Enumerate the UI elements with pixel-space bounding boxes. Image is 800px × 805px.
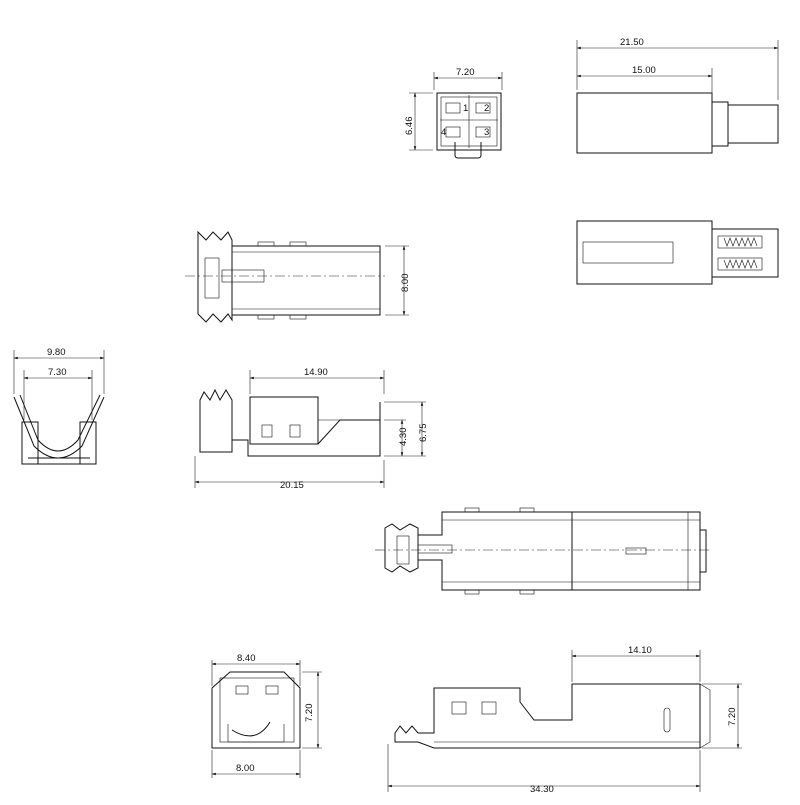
dim-cover-total-length: 34.30 bbox=[530, 784, 554, 795]
dim-overall-length: 21.50 bbox=[620, 37, 644, 48]
dim-cover-top-length: 14.10 bbox=[628, 645, 652, 656]
dim-cover-top-width: 8.40 bbox=[237, 653, 256, 664]
dim-cover-height: 7.20 bbox=[304, 704, 315, 723]
dim-section-inner: 7.30 bbox=[48, 367, 67, 378]
dim-body-length: 15.00 bbox=[632, 65, 656, 76]
dim-section-outer: 9.80 bbox=[47, 347, 66, 358]
plug-bottom-view bbox=[576, 220, 779, 285]
dim-cover-bottom-width: 8.00 bbox=[236, 763, 255, 774]
dim-cover-side-height: 7.20 bbox=[727, 708, 738, 727]
dim-crimp-height: 8.00 bbox=[400, 274, 411, 293]
dim-front-width: 7.20 bbox=[456, 67, 475, 78]
cover-front-view: 8.40 7.20 8.00 bbox=[211, 653, 322, 778]
cover-side-view: 14.10 7.20 34.30 bbox=[387, 645, 742, 795]
dim-side-total: 20.15 bbox=[280, 480, 304, 491]
plug-top-view: 21.50 15.00 bbox=[576, 37, 779, 154]
pin-label-2: 2 bbox=[484, 103, 489, 114]
contact-side-view: 14.90 6.75 4.30 20.15 bbox=[194, 367, 429, 491]
pin-label-4: 4 bbox=[441, 127, 446, 138]
dim-side-height: 6.75 bbox=[418, 424, 429, 443]
pin-label-1: 1 bbox=[463, 103, 468, 114]
dim-front-height: 6.46 bbox=[404, 117, 415, 136]
assembly-view bbox=[375, 507, 712, 595]
contact-top-view: 8.00 bbox=[185, 230, 411, 323]
front-face-view: 1 2 3 4 7.20 6.46 bbox=[404, 67, 503, 159]
dim-shell-length: 14.90 bbox=[304, 367, 328, 378]
pin-label-3: 3 bbox=[484, 127, 489, 138]
section-view: 9.80 7.30 bbox=[13, 347, 105, 465]
dim-side-inner: 4.30 bbox=[398, 428, 409, 447]
